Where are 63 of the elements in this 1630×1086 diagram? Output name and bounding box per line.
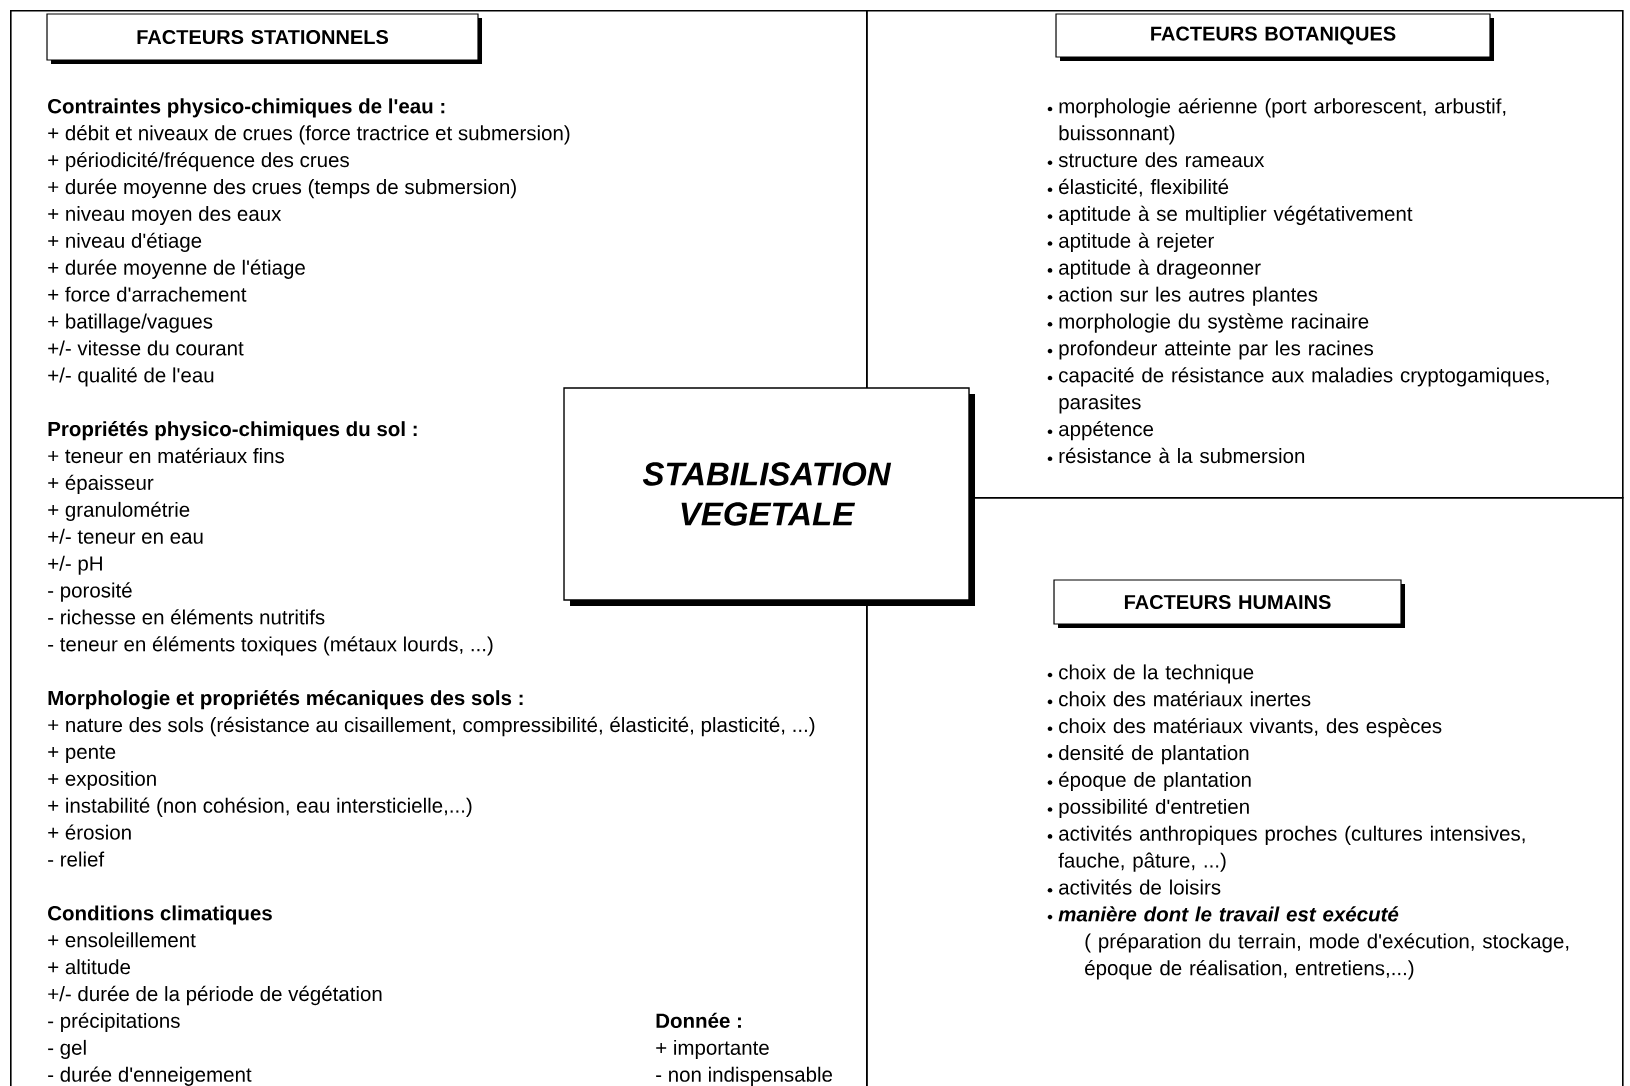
- list-item: +/- teneur en eau: [48, 528, 203, 544]
- list-item: + instabilité (non cohésion, eau intersticielle,...): [48, 797, 472, 817]
- list-item: + érosion: [48, 824, 131, 840]
- list-item: choix de la technique: [1047, 664, 1254, 684]
- list-item: activités de loisirs: [1047, 879, 1221, 895]
- section-heading: Propriétés physico-chimiques du sol :: [48, 421, 417, 441]
- list-item: activités anthropiques proches (cultures intensives, fauche, pâture, ...): [1047, 825, 1525, 872]
- list-item: résistance à la submersion: [1047, 447, 1305, 464]
- list-item: + débit et niveaux de crues (force tractrice et submersion): [48, 125, 570, 145]
- list-item: aptitude à rejeter: [1047, 232, 1214, 252]
- list-item: + périodicité/fréquence des crues: [48, 151, 349, 172]
- list-item: + altitude: [48, 959, 131, 975]
- list-item: + durée moyenne des crues (temps de submersion): [48, 178, 516, 199]
- list-item: - porosité: [48, 582, 132, 602]
- list-item: + ensoleillement: [48, 932, 196, 948]
- list-item: + importante: [656, 1039, 769, 1059]
- panel: [866, 497, 1624, 1086]
- list-item: + épaisseur: [48, 474, 154, 495]
- list-item: + granulométrie: [48, 501, 190, 521]
- list-item: + niveau moyen des eaux: [48, 206, 282, 226]
- list-item: action sur les autres plantes: [1047, 286, 1318, 306]
- list-item: + teneur en matériaux fins: [48, 447, 284, 464]
- list-item: aptitude à se multiplier végétativement: [1047, 205, 1413, 226]
- list-item: aptitude à drageonner: [1047, 259, 1261, 279]
- list-item: profondeur atteinte par les racines: [1047, 340, 1374, 360]
- list-item: appétence: [1047, 420, 1154, 441]
- list-item: + exposition: [48, 770, 156, 790]
- list-item: + niveau d'étiage: [48, 232, 202, 252]
- list-item: +/- pH: [48, 555, 102, 575]
- list-item: choix des matériaux inertes: [1047, 691, 1311, 707]
- heading-box: FACTEURS BOTANIQUES: [1055, 13, 1494, 61]
- list-item: manière dont le travail est exécuté: [1047, 906, 1399, 922]
- list-item: - teneur en éléments toxiques (métaux lourds, ...): [48, 636, 493, 656]
- list-item: élasticité, flexibilité: [1047, 178, 1229, 197]
- list-item: époque de plantation: [1047, 771, 1251, 792]
- heading-box: FACTEURS STATIONNELS: [46, 13, 482, 64]
- list-item: ( préparation du terrain, mode d'exécution, stockage, époque de réalisation, entretiens,...): [1085, 933, 1569, 980]
- section-heading: Donnée :: [656, 1012, 741, 1029]
- list-item: - gel: [48, 1039, 86, 1059]
- heading-box: FACTEURS HUMAINS: [1053, 579, 1405, 628]
- list-item: + batillage/vagues: [48, 313, 213, 333]
- list-item: + force d'arrachement: [48, 286, 247, 302]
- list-item: structure des rameaux: [1047, 152, 1265, 168]
- list-item: - relief: [48, 851, 105, 867]
- list-item: - durée d'enneigement: [48, 1066, 252, 1086]
- list-item: + nature des sols (résistance au cisaillement, compressibilité, élasticité, plasticité, ...): [48, 716, 815, 737]
- list-item: morphologie aérienne (port arborescent, arbustif, buissonnant): [1047, 98, 1506, 145]
- list-item: - richesse en éléments nutritifs: [48, 609, 325, 625]
- list-item: + durée moyenne de l'étiage: [48, 259, 305, 279]
- list-item: - non indispensable: [656, 1066, 833, 1086]
- list-item: - précipitations: [48, 1012, 180, 1033]
- list-item: morphologie du système racinaire: [1047, 313, 1369, 333]
- list-item: + pente: [48, 745, 116, 764]
- list-item: +/- qualité de l'eau: [48, 367, 214, 387]
- section-heading: Conditions climatiques: [48, 905, 272, 925]
- list-item: densité de plantation: [1047, 744, 1249, 765]
- list-item: +/- durée de la période de végétation: [48, 985, 382, 1006]
- section-heading: Contraintes physico-chimiques de l'eau :: [48, 98, 445, 118]
- title-box: STABILISATION VEGETALE: [563, 387, 975, 606]
- list-item: possibilité d'entretien: [1047, 798, 1249, 818]
- list-item: +/- vitesse du courant: [48, 340, 244, 356]
- section-heading: Morphologie et propriétés mécaniques des sols :: [48, 690, 523, 710]
- list-item: choix des matériaux vivants, des espèces: [1047, 717, 1442, 738]
